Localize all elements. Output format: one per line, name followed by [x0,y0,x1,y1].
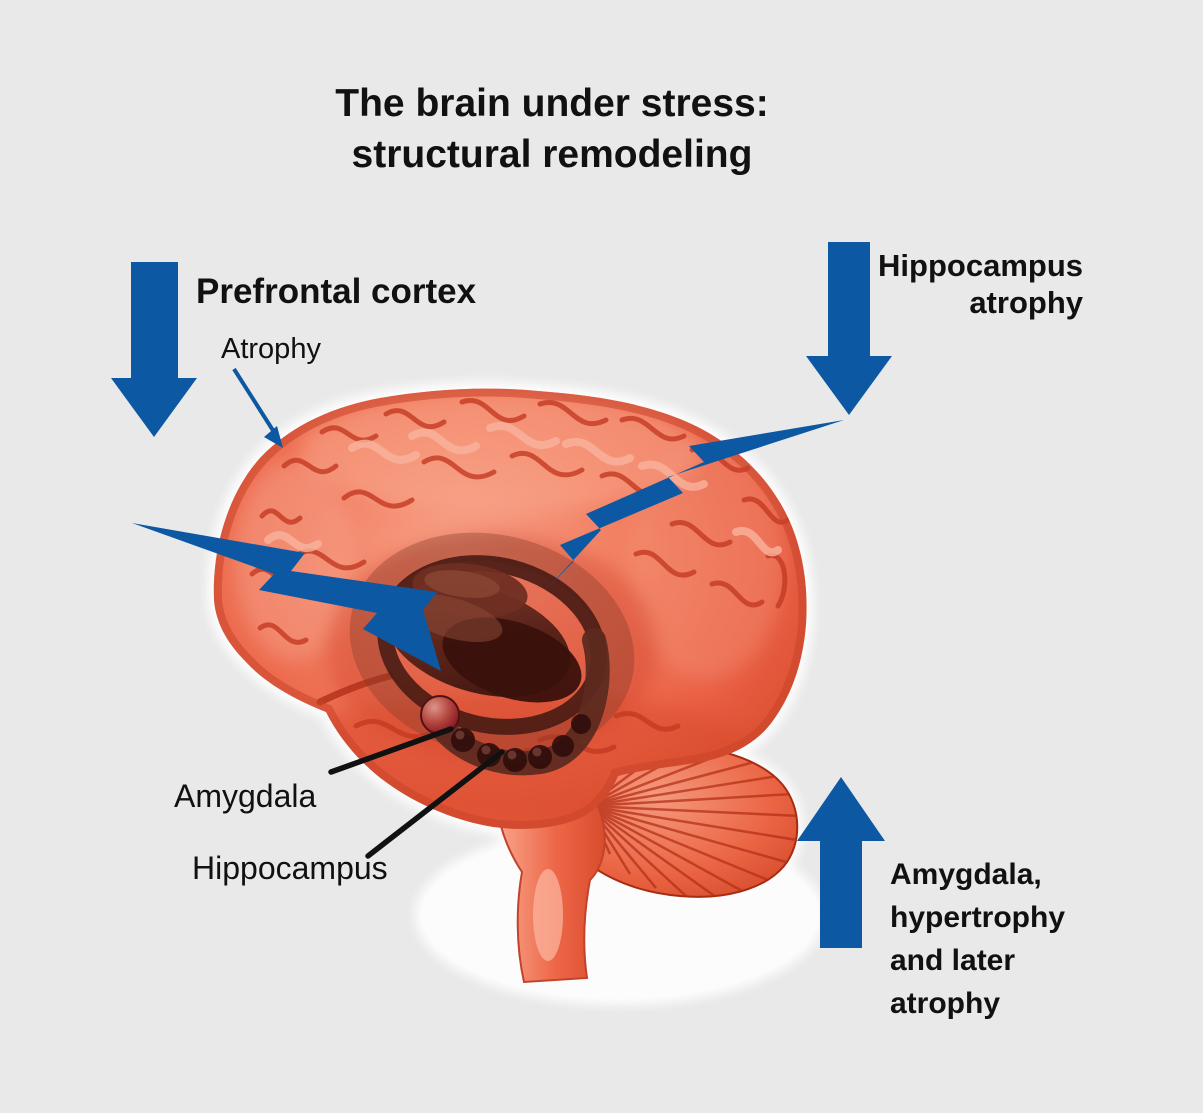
label-amygdala-hypertrophy: Amygdala, hypertrophy and later atrophy [890,858,1066,1020]
label-hippocampus-atrophy: Hippocampus atrophy [878,248,1083,320]
down-arrow-icon-hippocampus [806,242,892,415]
down-arrow-icon-prefrontal [111,262,197,437]
page-title: The brain under stress: structural remod… [335,82,769,176]
label-hippocampus: Hippocampus [192,850,388,886]
up-arrow-icon-amygdala [797,777,885,948]
thin-arrow-icon-atrophy [232,367,283,448]
lightning-bolt-icon-left [132,523,441,671]
limbic-system [349,532,635,776]
hippocampus-leader-line [365,749,505,859]
label-prefrontal-cortex: Prefrontal cortex [196,272,477,311]
label-atrophy: Atrophy [221,333,321,365]
label-amygdala: Amygdala [174,778,317,814]
amygdala-leader-line [328,726,454,775]
